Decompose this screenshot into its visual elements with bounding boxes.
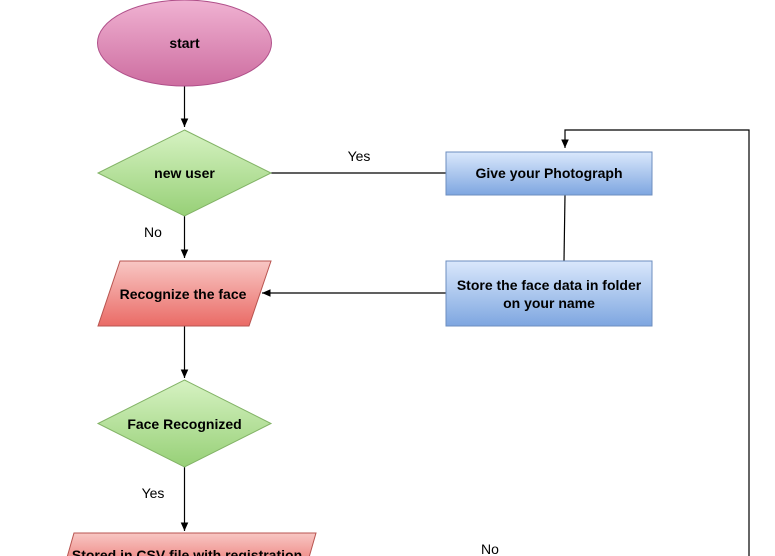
store-csv-label: Stored in CSV file with registration [72, 547, 302, 556]
face-recognized-label: Face Recognized [127, 416, 241, 432]
recognize-face-label: Recognize the face [120, 286, 247, 302]
recognize-face-io: Recognize the face [97, 260, 272, 327]
start-node: start [97, 0, 272, 87]
give-photo-rect [445, 151, 653, 196]
edge-no-loop-back [561, 129, 750, 556]
no-label-recognized: No [481, 541, 499, 556]
face-recognized-decision: Face Recognized [96, 379, 273, 468]
connectors [180, 86, 750, 556]
start-label: start [169, 35, 200, 51]
new-user-label: new user [154, 165, 215, 181]
yes-label-recognized: Yes [142, 485, 165, 501]
recognize-face-parallelogram [97, 260, 272, 327]
store-face-label-line1: Store the face data in folder [457, 277, 642, 293]
start-ellipse [97, 0, 272, 87]
yes-label-new-user: Yes [348, 148, 371, 164]
store-csv-io: Stored in CSV file with registration [66, 532, 317, 556]
new-user-decision: new user [96, 129, 273, 217]
no-label-new-user: No [144, 224, 162, 240]
store-face-rect [445, 260, 653, 327]
new-user-diamond [96, 129, 273, 217]
give-photo-process: Give your Photograph [445, 151, 653, 196]
store-csv-parallelogram [66, 532, 317, 556]
edge-give-photo-to-store [563, 194, 566, 262]
store-face-label-line2: on your name [503, 295, 595, 311]
give-photo-label: Give your Photograph [475, 165, 622, 181]
store-face-process: Store the face data in folder on your na… [445, 260, 653, 327]
face-recognized-diamond [96, 379, 273, 468]
